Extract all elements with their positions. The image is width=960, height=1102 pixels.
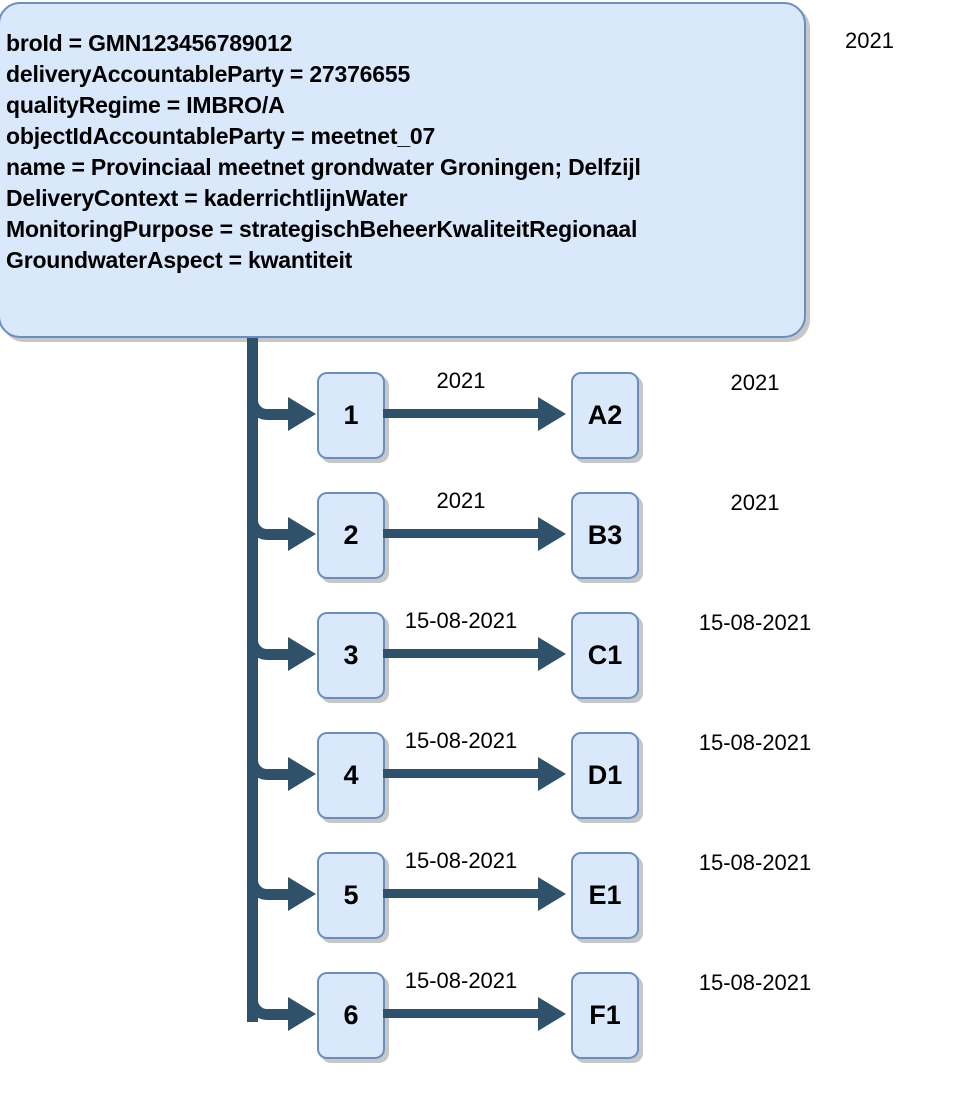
branch-stub-connector xyxy=(274,529,296,540)
source-node[interactable]: 1 xyxy=(317,372,385,459)
info-line-groundwater-aspect: GroundwaterAspect = kwantiteit xyxy=(6,247,353,273)
target-node[interactable]: B3 xyxy=(571,492,639,579)
diagram-row: 3 15-08-2021 C1 15-08-2021 xyxy=(0,608,960,742)
row-side-date-label: 15-08-2021 xyxy=(698,970,812,995)
row-side-date-label: 15-08-2021 xyxy=(698,610,812,635)
branch-stub-connector xyxy=(274,889,296,900)
info-box-text: broId = GMN123456789012 deliveryAccounta… xyxy=(6,28,796,276)
info-line-broid: broId = GMN123456789012 xyxy=(6,30,293,56)
diagram-canvas: 2021 broId = GMN123456789012 deliveryAcc… xyxy=(0,2,960,1059)
info-line-name: name = Provinciaal meetnet grondwater Gr… xyxy=(6,154,641,180)
target-node[interactable]: F1 xyxy=(571,972,639,1059)
info-line-delivery-accountable-party: deliveryAccountableParty = 27376655 xyxy=(6,61,411,87)
info-line-object-id: objectIdAccountableParty = meetnet_07 xyxy=(6,123,436,149)
monitoring-network-info-box[interactable]: broId = GMN123456789012 deliveryAccounta… xyxy=(0,2,806,338)
info-line-monitoring-purpose: MonitoringPurpose = strategischBeheerKwa… xyxy=(6,216,638,242)
edge-arrowhead-icon xyxy=(538,877,566,911)
edge-arrowhead-icon xyxy=(538,637,566,671)
edge-date-label: 15-08-2021 xyxy=(404,968,518,993)
corner-date-label: 2021 xyxy=(845,28,894,53)
edge-connector xyxy=(383,769,539,778)
branch-arrowhead-icon xyxy=(288,397,316,431)
branch-elbow-connector xyxy=(247,982,279,1020)
branch-arrowhead-icon xyxy=(288,877,316,911)
target-node[interactable]: C1 xyxy=(571,612,639,699)
branch-elbow-connector xyxy=(247,742,279,780)
edge-arrowhead-icon xyxy=(538,757,566,791)
source-node[interactable]: 4 xyxy=(317,732,385,819)
branch-stub-connector xyxy=(274,769,296,780)
row-side-date-label: 2021 xyxy=(730,490,780,515)
branch-stub-connector xyxy=(274,649,296,660)
edge-date-label: 15-08-2021 xyxy=(404,848,518,873)
diagram-row: 4 15-08-2021 D1 15-08-2021 xyxy=(0,728,960,862)
branch-elbow-connector xyxy=(247,382,279,420)
row-side-date-label: 15-08-2021 xyxy=(698,850,812,875)
diagram-row: 1 2021 A2 2021 xyxy=(0,368,960,502)
edge-connector xyxy=(383,529,539,538)
trunk-connector xyxy=(247,338,258,1022)
diagram-row: 2 2021 B3 2021 xyxy=(0,488,960,622)
edge-connector xyxy=(383,889,539,898)
edge-connector xyxy=(383,649,539,658)
row-side-date-label: 15-08-2021 xyxy=(698,730,812,755)
edge-date-label: 15-08-2021 xyxy=(404,728,518,753)
edge-connector xyxy=(383,409,539,418)
edge-date-label: 15-08-2021 xyxy=(404,608,518,633)
source-node[interactable]: 2 xyxy=(317,492,385,579)
diagram-row: 5 15-08-2021 E1 15-08-2021 xyxy=(0,848,960,982)
edge-arrowhead-icon xyxy=(538,517,566,551)
edge-connector xyxy=(383,1009,539,1018)
info-line-quality-regime: qualityRegime = IMBRO/A xyxy=(6,92,285,118)
target-node[interactable]: D1 xyxy=(571,732,639,819)
edge-arrowhead-icon xyxy=(538,397,566,431)
branch-stub-connector xyxy=(274,409,296,420)
info-line-delivery-context: DeliveryContext = kaderrichtlijnWater xyxy=(6,185,408,211)
edge-date-label: 2021 xyxy=(436,488,486,513)
branch-arrowhead-icon xyxy=(288,637,316,671)
branch-elbow-connector xyxy=(247,622,279,660)
branch-elbow-connector xyxy=(247,862,279,900)
source-node[interactable]: 5 xyxy=(317,852,385,939)
source-node[interactable]: 3 xyxy=(317,612,385,699)
row-side-date-label: 2021 xyxy=(730,370,780,395)
diagram-row: 6 15-08-2021 F1 15-08-2021 xyxy=(0,968,960,1102)
branch-elbow-connector xyxy=(247,502,279,540)
source-node[interactable]: 6 xyxy=(317,972,385,1059)
edge-arrowhead-icon xyxy=(538,997,566,1031)
branch-arrowhead-icon xyxy=(288,997,316,1031)
target-node[interactable]: E1 xyxy=(571,852,639,939)
branch-arrowhead-icon xyxy=(288,757,316,791)
branch-arrowhead-icon xyxy=(288,517,316,551)
target-node[interactable]: A2 xyxy=(571,372,639,459)
branch-stub-connector xyxy=(274,1009,296,1020)
edge-date-label: 2021 xyxy=(436,368,486,393)
